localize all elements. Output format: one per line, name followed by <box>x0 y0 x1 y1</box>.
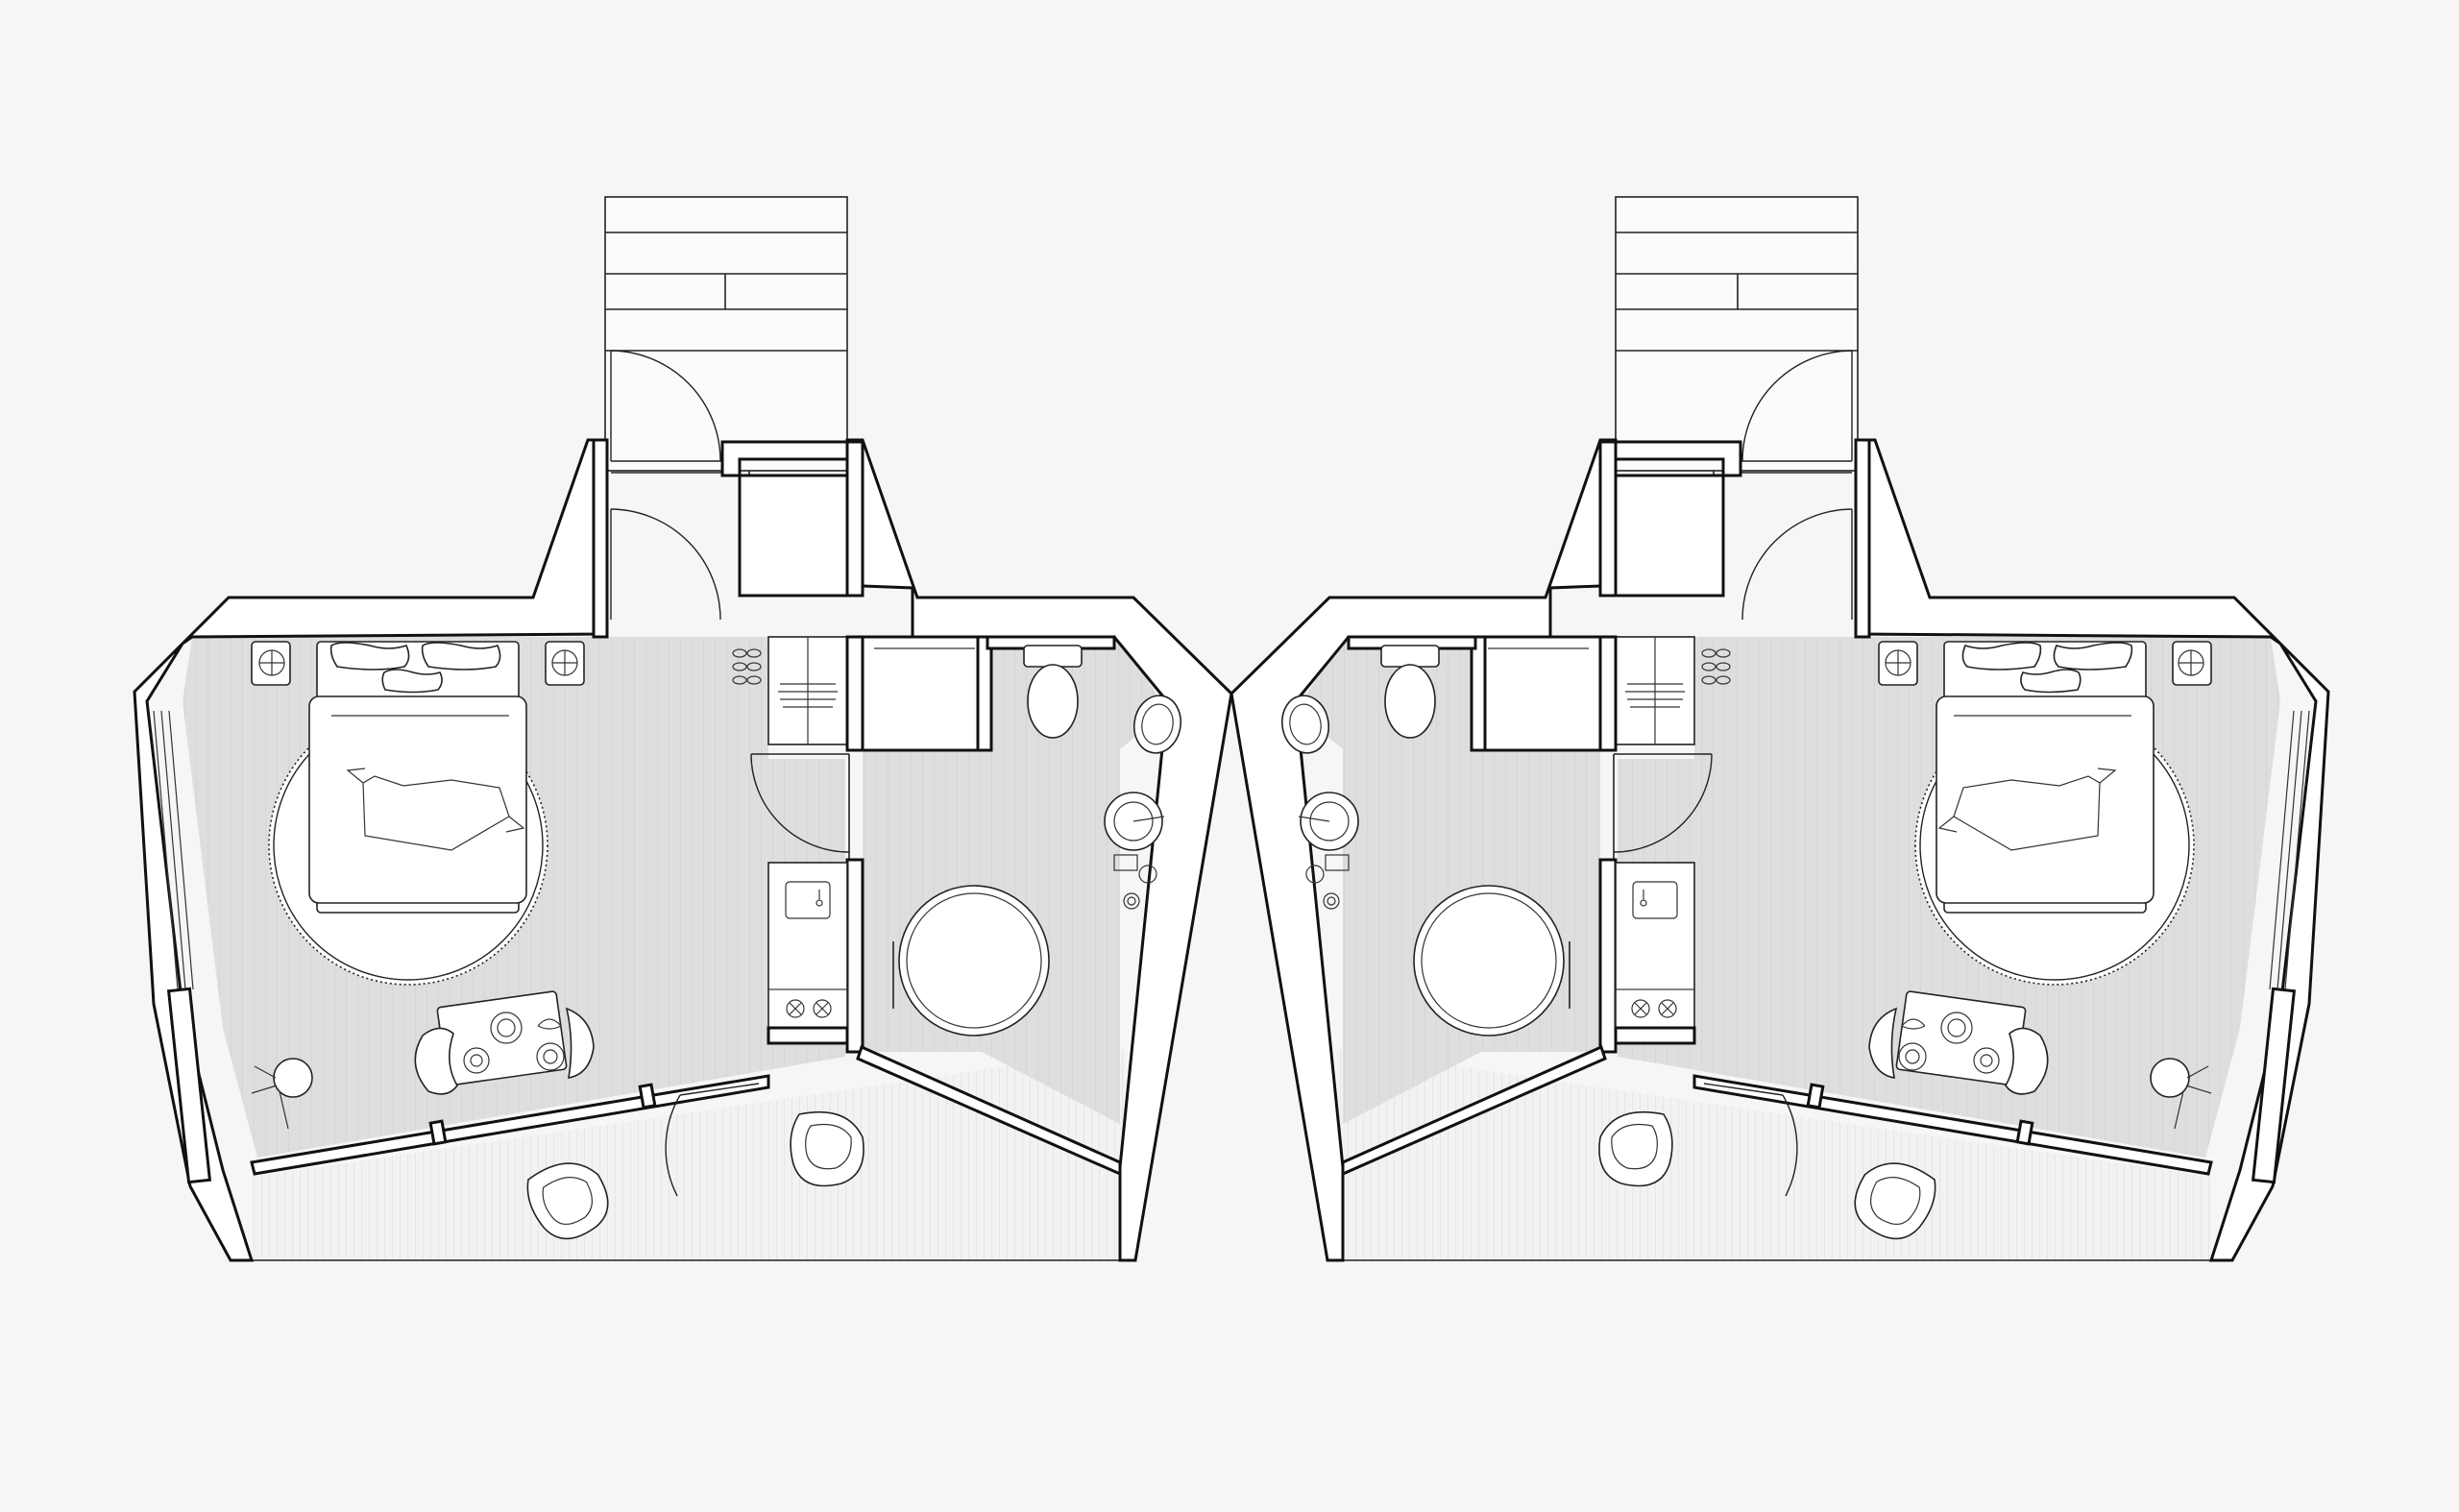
corridor-shaft <box>604 196 848 472</box>
bed-icon <box>308 641 527 914</box>
unit-right <box>1230 195 2330 1262</box>
exterior-wall <box>133 438 607 1262</box>
sink-icon <box>1104 695 1182 910</box>
door-swing-icon <box>750 753 850 853</box>
door-swing-icon <box>665 1083 760 1197</box>
chair-icon <box>790 1110 864 1187</box>
lamp-icon <box>251 1058 313 1130</box>
door-swing-icon <box>610 350 721 462</box>
kitchenette <box>767 862 848 1029</box>
toilet-icon <box>1023 645 1083 739</box>
door-swing-icon <box>610 508 721 621</box>
chair-icon <box>414 1007 595 1095</box>
unit-left <box>133 196 1233 1262</box>
wardrobe <box>767 636 848 745</box>
shower-icon <box>898 885 1050 1036</box>
nightstand-right <box>545 641 585 686</box>
nightstand-left <box>251 641 291 686</box>
chair-icon <box>526 1162 609 1240</box>
shoes <box>732 648 762 685</box>
balcony-floor <box>252 1049 1126 1260</box>
kitchen-sink-icon <box>785 881 831 919</box>
desk <box>436 990 568 1086</box>
